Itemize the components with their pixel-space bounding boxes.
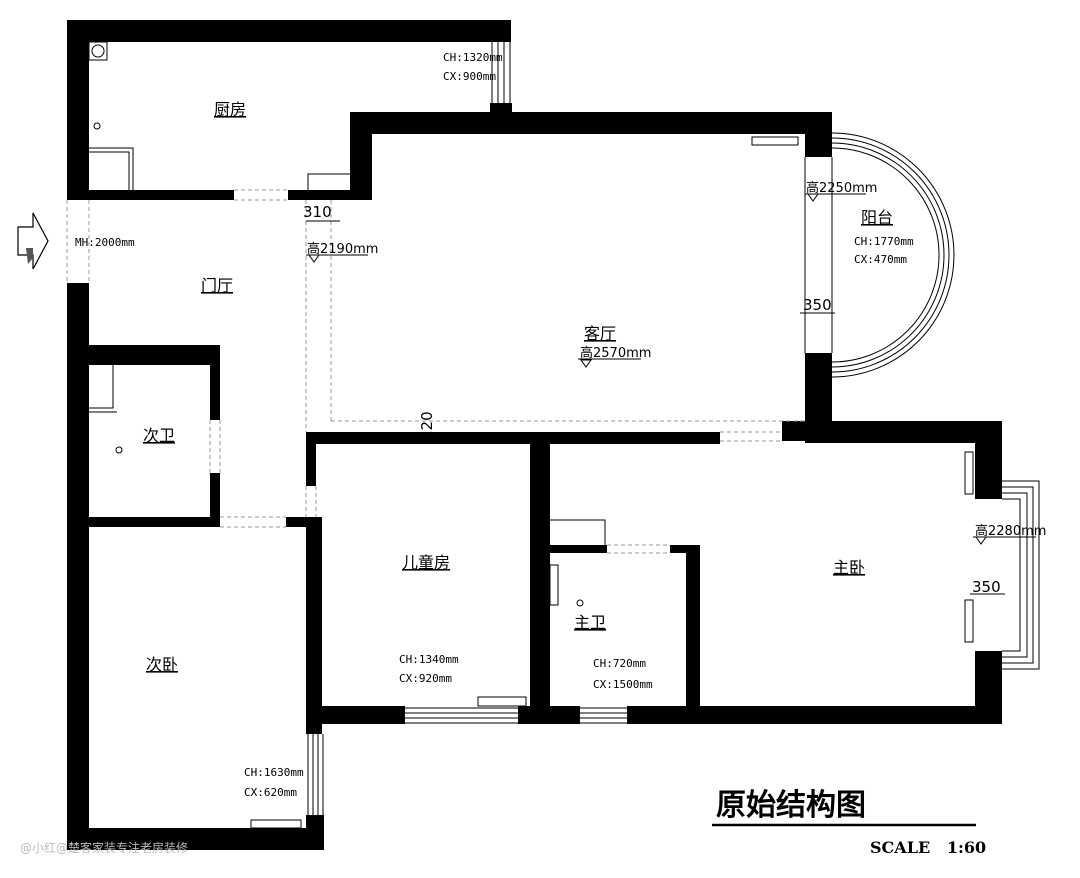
bed2-radiator-icon (250, 819, 302, 829)
wall-mbath-right (686, 545, 700, 713)
entrance-mh: MH:2000mm (75, 236, 135, 249)
wall-bath2-right-bottom (210, 473, 220, 525)
wall-kitchen-left (67, 20, 89, 200)
second-bed-cx: CX:620mm (244, 786, 297, 799)
foyer-height: 高2190mm (307, 241, 378, 257)
kids-cx: CX:920mm (399, 672, 452, 685)
wall-bath2-right-top (210, 345, 220, 420)
master-radiator2-icon (964, 599, 974, 643)
wall-bath2-bottom (89, 517, 220, 527)
wall-kids-left (306, 432, 316, 486)
second-bed-ch: CH:1630mm (244, 766, 304, 779)
mbath-drain-icon (576, 599, 584, 607)
balcony-cx: CX:470mm (854, 253, 907, 266)
window-kids (405, 707, 518, 724)
balcony-ch: CH:1770mm (854, 235, 914, 248)
wall-kitchen-bottom-left (67, 190, 234, 200)
wall-left-outer (67, 283, 89, 850)
kids-radiator-icon (477, 696, 527, 707)
window-master-bay (1002, 480, 1040, 670)
window-bed2 (307, 734, 324, 815)
room-label-balcony: 阳台 (861, 208, 893, 227)
wall-kitchen-pier (490, 103, 512, 115)
windows (307, 42, 1040, 815)
room-label-second-bath: 次卫 (143, 426, 175, 445)
height-markers (306, 193, 1036, 595)
scale-label: SCALE 1:60 (870, 838, 986, 857)
wall-living-right-top (805, 112, 832, 157)
entrance-arrow-icon (17, 212, 49, 270)
room-label-living: 客厅 (584, 324, 616, 343)
kids-ch: CH:1340mm (399, 653, 459, 666)
wall-interior-living-bottom (306, 432, 720, 444)
balcony-height: 高2250mm (806, 180, 877, 196)
wall-living-top (350, 112, 832, 134)
bath2-drain-icon (115, 446, 123, 454)
page-title: 原始结构图 (716, 788, 866, 823)
kitchen-drain-icon (91, 44, 105, 58)
master-radiator-icon (964, 451, 974, 495)
wall-bottom-left (67, 828, 324, 850)
room-label-master-bath: 主卫 (574, 613, 606, 632)
fixtures (88, 41, 974, 829)
wall-mbath-left (547, 545, 607, 553)
dim-310: 310 (303, 203, 332, 221)
wall-kids-right (530, 432, 550, 724)
room-label-foyer: 门厅 (201, 276, 233, 295)
kitchen-cx: CX:900mm (443, 70, 496, 83)
master-bath-cx: CX:1500mm (593, 678, 653, 691)
wall-bed2-top-right (286, 517, 322, 527)
wall-kitchen-top (67, 20, 511, 42)
dim-120: 120 (418, 411, 436, 440)
wall-bottom-kids-right (518, 706, 580, 724)
dim-350-balcony: 350 (803, 296, 832, 314)
wall-bottom-master (627, 706, 1002, 724)
master-height: 高2280mm (975, 523, 1046, 539)
wall-kitchen-bottom-right (288, 190, 350, 200)
room-label-kids-room: 儿童房 (402, 553, 450, 572)
room-label-kitchen: 厨房 (214, 100, 246, 119)
wall-master-top (805, 421, 1002, 443)
wall-bottom-kids-left (306, 706, 405, 724)
wall-living-right-bottom (805, 353, 832, 433)
wall-master-right-top (975, 421, 1002, 499)
wall-mbath-top-right (670, 545, 700, 553)
walls (67, 20, 1002, 850)
kitchen-ch: CH:1320mm (443, 51, 503, 64)
wall-bed2-right (306, 517, 322, 734)
living-height-marker-icon (580, 359, 592, 368)
room-label-second-bed: 次卧 (146, 655, 178, 674)
kitchen-step-icon (307, 173, 350, 190)
kitchen-flue-icon (88, 41, 108, 61)
kitchen-counter-icon (89, 147, 134, 190)
window-kitchen (491, 42, 511, 103)
mbath-radiator-icon (549, 564, 559, 606)
dim-350-master: 350 (972, 578, 1001, 596)
master-step-icon (550, 519, 606, 545)
kitchen-floor-drain-icon (93, 122, 101, 130)
watermark: @小红@楚客家装专注老房装修 (20, 840, 188, 855)
wall-bath2-top (89, 345, 220, 365)
window-master-bath (580, 707, 627, 724)
room-label-master-bed: 主卧 (833, 558, 865, 577)
openings (66, 189, 805, 554)
window-balcony-arc (804, 132, 955, 378)
bath2-shower-icon (89, 365, 117, 413)
living-radiator-icon (751, 136, 799, 146)
master-bath-ch: CH:720mm (593, 657, 646, 670)
living-height: 高2570mm (580, 345, 651, 361)
